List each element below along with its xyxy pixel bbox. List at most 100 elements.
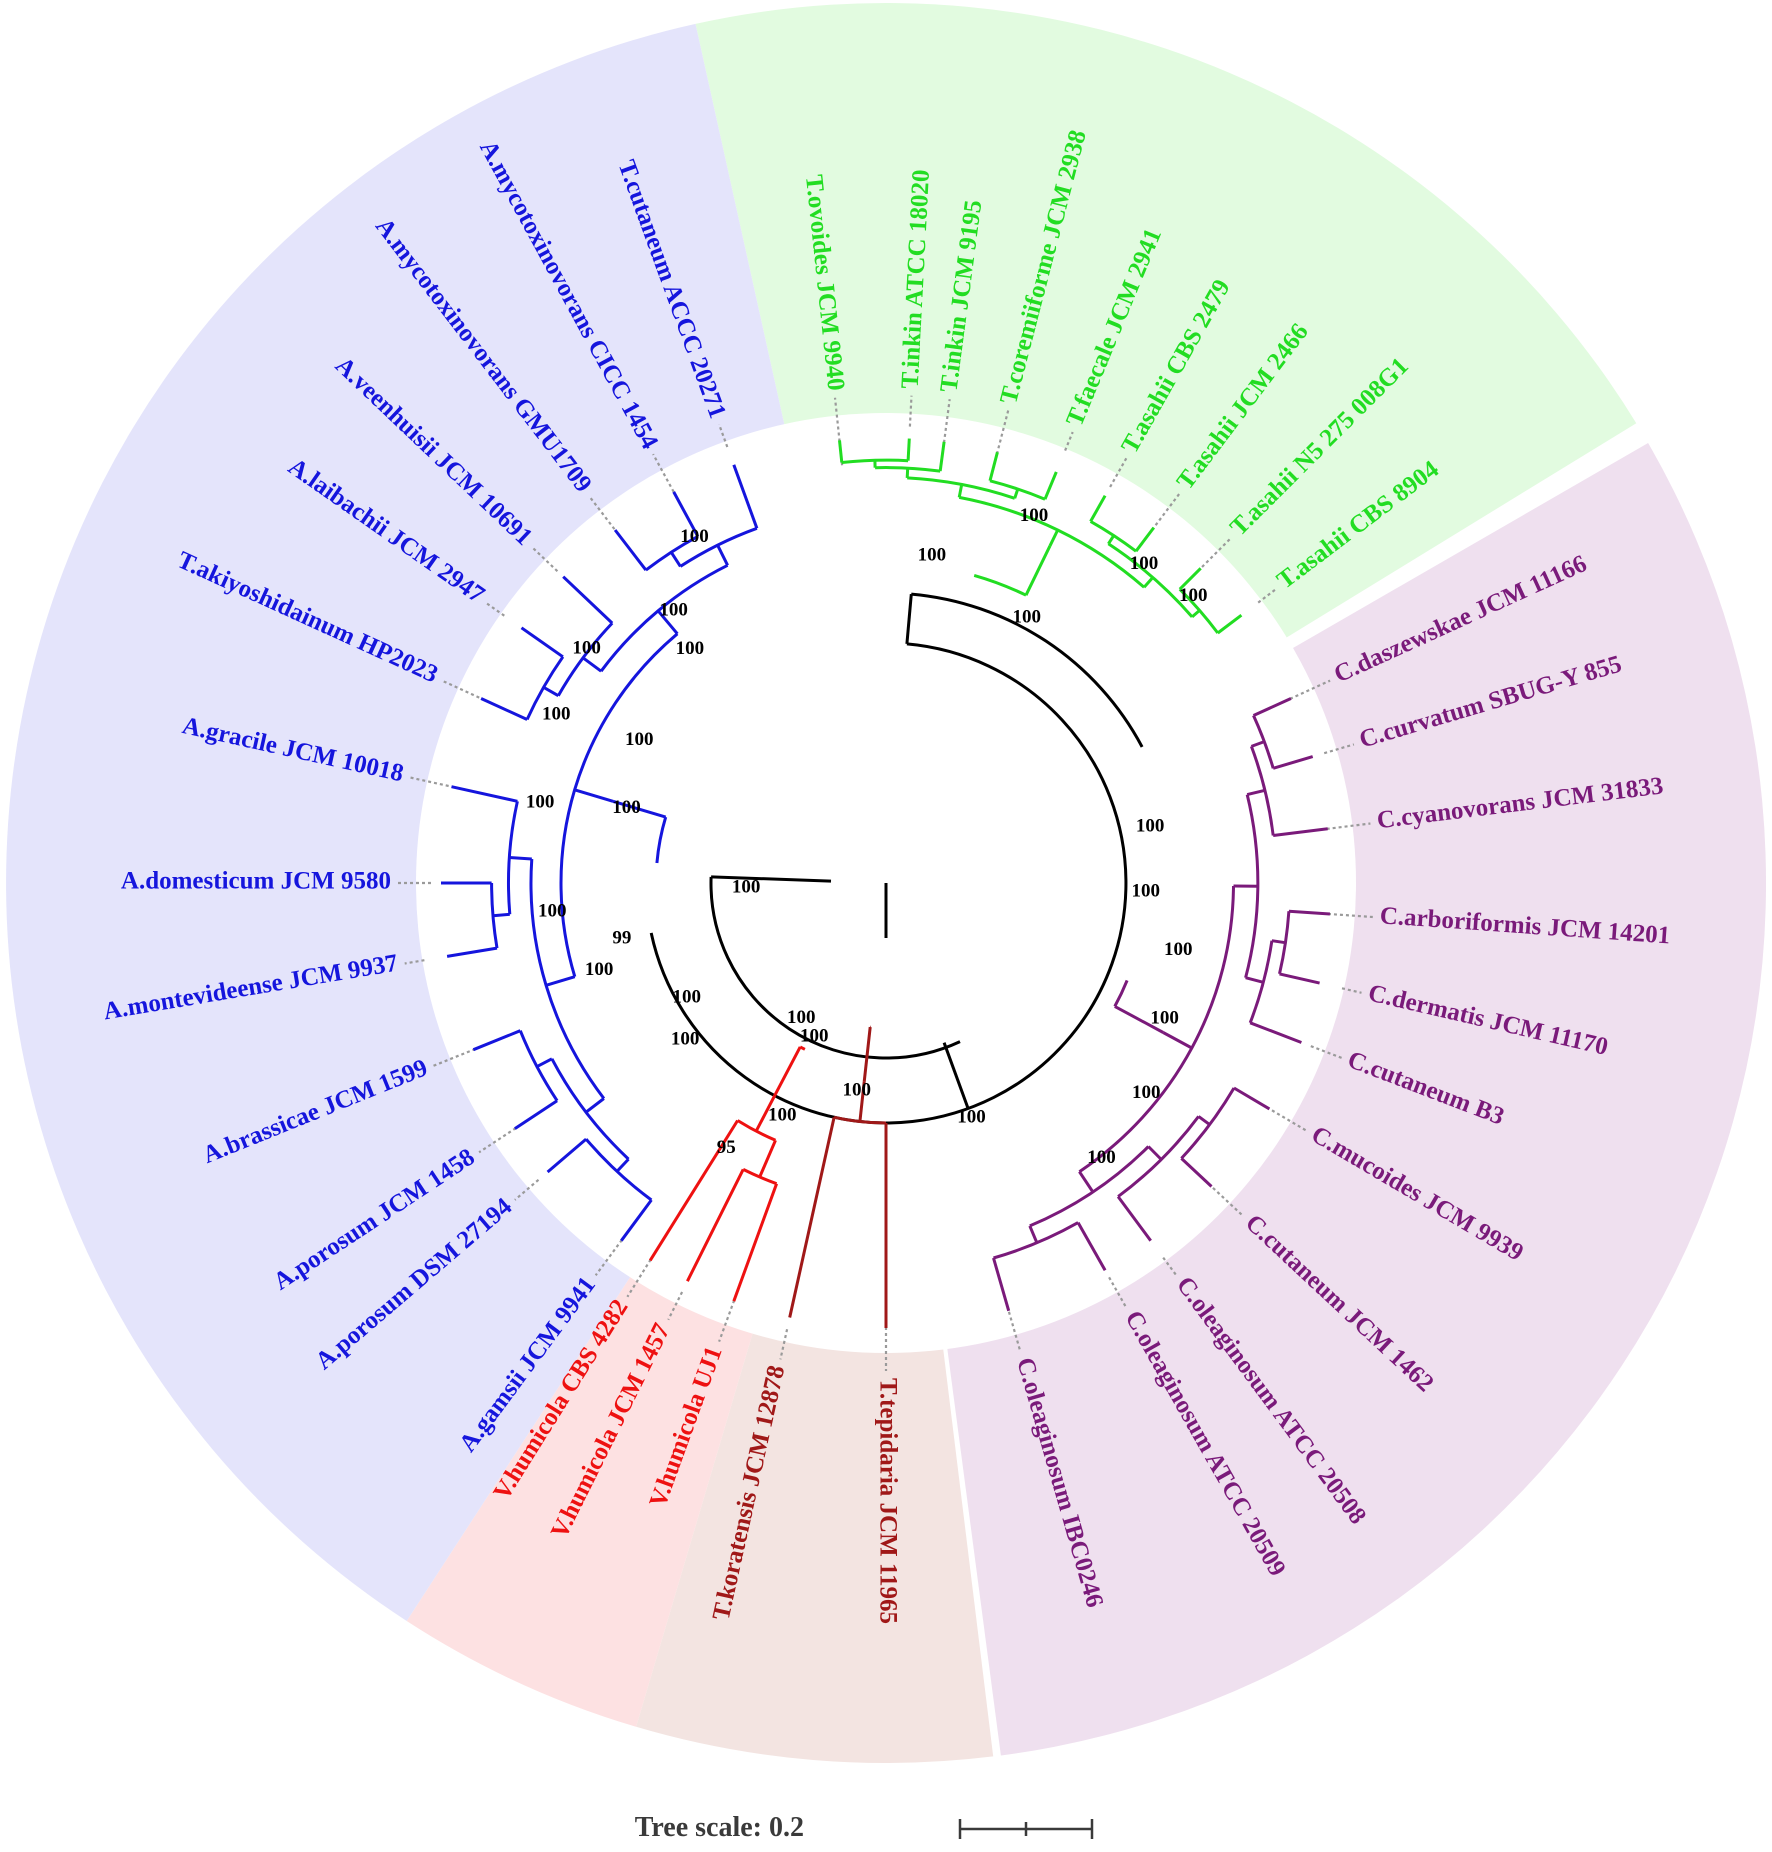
- leaf-leader-line: [1326, 822, 1371, 830]
- bootstrap-value: 100: [585, 959, 614, 980]
- branch-segment: [754, 1094, 777, 1132]
- branch-segment: [1273, 827, 1328, 837]
- leaf-leader-line: [1267, 679, 1331, 710]
- branch-segment: [582, 656, 602, 673]
- branch-segment: [716, 544, 729, 566]
- branch-segment: [1279, 972, 1320, 985]
- leaf-leader-line: [478, 1127, 517, 1154]
- branch-segment: [672, 491, 700, 538]
- leaf-leader-line: [1323, 743, 1355, 755]
- branch-segment: [1191, 609, 1201, 619]
- bootstrap-value: 100: [1136, 815, 1165, 836]
- branch-segment: [620, 1199, 653, 1242]
- branch-arc: [1248, 940, 1274, 1024]
- bootstrap-value: 100: [843, 1079, 872, 1100]
- branch-segment: [492, 912, 510, 918]
- leaf-leader-line: [588, 495, 619, 535]
- branch-arc: [550, 1058, 630, 1161]
- branch-segment: [988, 451, 999, 482]
- tree-scale: Tree scale: 0.2: [635, 1812, 1094, 1843]
- bootstrap-value: 100: [542, 703, 571, 724]
- bootstrap-value: 100: [1020, 505, 1049, 526]
- branch-segment: [1013, 488, 1020, 499]
- branch-arc: [799, 1045, 806, 1051]
- leaf-leader-line: [626, 1258, 652, 1298]
- branch-arc: [490, 882, 499, 949]
- leaf-label: T.tepidaria JCM 11965: [874, 1378, 901, 1624]
- branch-segment: [858, 1081, 866, 1122]
- bootstrap-values: 100 100 100 100 100 100 100 100 100 100 100 100 100 1…: [526, 505, 1208, 1168]
- bootstrap-value: 100: [787, 1007, 816, 1028]
- leaf-leader-line: [1199, 1174, 1244, 1217]
- branch-segment: [585, 1097, 605, 1114]
- branch-segment: [1245, 976, 1264, 984]
- bootstrap-value: 100: [1132, 1082, 1161, 1103]
- branch-segment: [546, 1137, 588, 1174]
- bootstrap-value: 100: [676, 638, 705, 659]
- bootstrap-value: 100: [1013, 606, 1042, 627]
- branch-segment: [514, 1099, 558, 1130]
- branch-segment: [942, 1042, 970, 1110]
- branch-segment: [1249, 1021, 1302, 1044]
- tree-branches: [441, 438, 1331, 1328]
- branch-segment: [1272, 755, 1314, 770]
- branch-arc: [1180, 1087, 1236, 1160]
- bootstrap-value: 100: [673, 986, 702, 1007]
- branch-segment: [1043, 471, 1058, 500]
- bootstrap-value: 100: [1087, 1147, 1116, 1168]
- branch-segment: [574, 788, 614, 803]
- branch-segment: [1216, 614, 1243, 635]
- leaf-leader-line: [718, 1277, 744, 1342]
- branch-segment: [1089, 494, 1107, 523]
- bootstrap-value: 100: [918, 545, 947, 566]
- leaf-leader-line: [908, 395, 913, 427]
- branch-arc: [973, 573, 1027, 597]
- branch-segment: [1024, 545, 1052, 596]
- branch-segment: [1288, 909, 1331, 916]
- branch-arc: [506, 800, 519, 915]
- bootstrap-value: 100: [572, 637, 601, 658]
- branch-arc: [679, 526, 758, 568]
- branch-segment: [686, 1168, 745, 1282]
- branch-segment: [938, 441, 946, 472]
- branch-segment: [1252, 697, 1292, 717]
- branch-arc: [655, 816, 668, 864]
- leaf-leader-line: [1162, 1256, 1178, 1276]
- branch-segment: [1048, 529, 1060, 547]
- bootstrap-value: 100: [1150, 1007, 1179, 1028]
- branch-arc: [911, 592, 1144, 748]
- leaf-leader-lines: [398, 395, 1373, 1371]
- branch-arc: [736, 1119, 777, 1142]
- branch-arc: [1113, 979, 1129, 1008]
- branch-segment: [480, 697, 528, 721]
- branch-arc: [649, 642, 1128, 1125]
- branch-segment: [1147, 1145, 1163, 1161]
- leaf-leader-line: [1006, 1305, 1022, 1353]
- tree-scale-label: Tree scale: 0.2: [635, 1812, 804, 1843]
- leaf-label: A.domesticum JCM 9580: [121, 868, 391, 895]
- branch-segment: [905, 468, 910, 478]
- branch-segment: [446, 946, 498, 958]
- branch-segment: [957, 484, 964, 498]
- branch-segment: [613, 529, 648, 572]
- bootstrap-value: 100: [1132, 880, 1161, 901]
- bootstrap-value: 100: [680, 526, 709, 547]
- branch-segment: [1028, 1225, 1039, 1244]
- branch-segment: [905, 593, 913, 645]
- branch-segment: [520, 626, 564, 659]
- leaf-leader-line: [942, 399, 951, 443]
- leaf-leader-line: [833, 397, 844, 466]
- branch-segment: [1116, 1195, 1152, 1242]
- bootstrap-value: 100: [625, 729, 654, 750]
- branch-segment: [656, 609, 679, 635]
- branch-segment: [1250, 740, 1265, 748]
- leaf-leader-line: [409, 776, 455, 789]
- bootstrap-value: 100: [1179, 585, 1208, 606]
- leaf-leader-line: [1151, 492, 1181, 531]
- branch-segment: [732, 1183, 779, 1302]
- branch-segment: [612, 799, 667, 819]
- leaf-leader-line: [667, 1291, 684, 1321]
- branch-segment: [451, 785, 518, 803]
- bootstrap-value: 100: [671, 1028, 700, 1049]
- branch-arc: [841, 458, 909, 464]
